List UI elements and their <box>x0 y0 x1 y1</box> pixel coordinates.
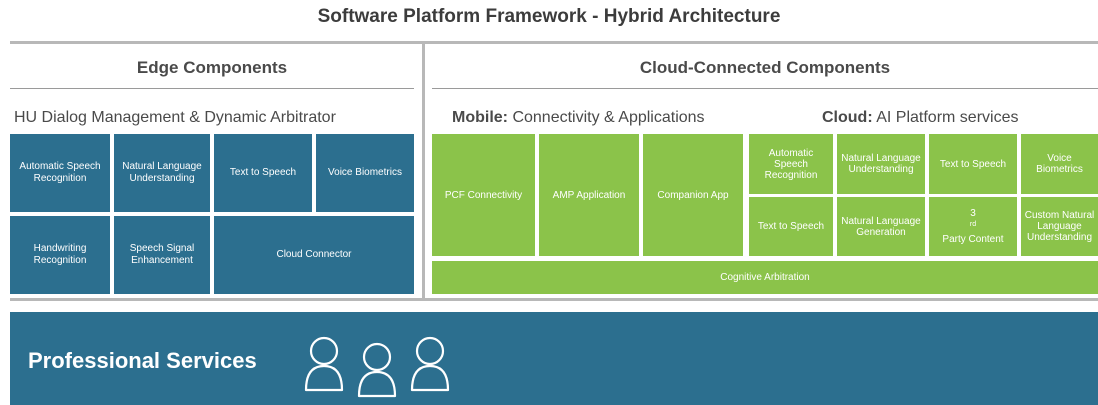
cloud-heading-rule <box>432 88 1098 89</box>
section-divider <box>422 41 425 301</box>
edge-asr-box: Automatic Speech Recognition <box>10 134 110 212</box>
edge-subheading: HU Dialog Management & Dynamic Arbitrato… <box>14 109 336 126</box>
edge-heading: Edge Components <box>136 58 288 77</box>
cloud-tts-box: Text to Speech <box>929 134 1017 194</box>
top-divider <box>10 41 1098 44</box>
cloud-nlu-box: Natural Language Understanding <box>837 134 925 194</box>
edge-handwriting-box: Handwriting Recognition <box>10 216 110 294</box>
bottom-divider <box>10 298 1098 301</box>
cloud-nlg-box: Natural Language Generation <box>837 197 925 256</box>
amp-application-box: AMP Application <box>539 134 639 256</box>
cloud-voice-biometrics-box: Voice Biometrics <box>1021 134 1098 194</box>
companion-app-box: Companion App <box>643 134 743 256</box>
edge-tts-box: Text to Speech <box>214 134 312 212</box>
mobile-subheading: Mobile: Connectivity & Applications <box>452 109 705 126</box>
pcf-connectivity-box: PCF Connectivity <box>432 134 535 256</box>
edge-voice-biometrics-box: Voice Biometrics <box>316 134 414 212</box>
edge-heading-rule <box>10 88 414 89</box>
person-icon <box>410 336 450 392</box>
professional-services-label: Professional Services <box>28 348 257 373</box>
cloud-asr-box: Automatic Speech Recognition <box>749 134 833 194</box>
edge-nlu-box: Natural Language Understanding <box>114 134 210 212</box>
cloud-heading: Cloud-Connected Components <box>639 58 891 77</box>
custom-nlu-box: Custom Natural Language Understanding <box>1021 197 1098 256</box>
cognitive-arbitration-bar: Cognitive Arbitration <box>432 261 1098 294</box>
cloud-tts-box-2: Text to Speech <box>749 197 833 256</box>
cloud-subheading: Cloud: AI Platform services <box>822 109 1019 126</box>
edge-speech-signal-box: Speech Signal Enhancement <box>114 216 210 294</box>
person-icon <box>357 342 397 398</box>
edge-cloud-connector-box: Cloud Connector <box>214 216 414 294</box>
person-icon <box>304 336 344 392</box>
diagram-title: Software Platform Framework - Hybrid Arc… <box>317 6 781 27</box>
professional-services-band: Professional Services <box>10 312 1098 405</box>
